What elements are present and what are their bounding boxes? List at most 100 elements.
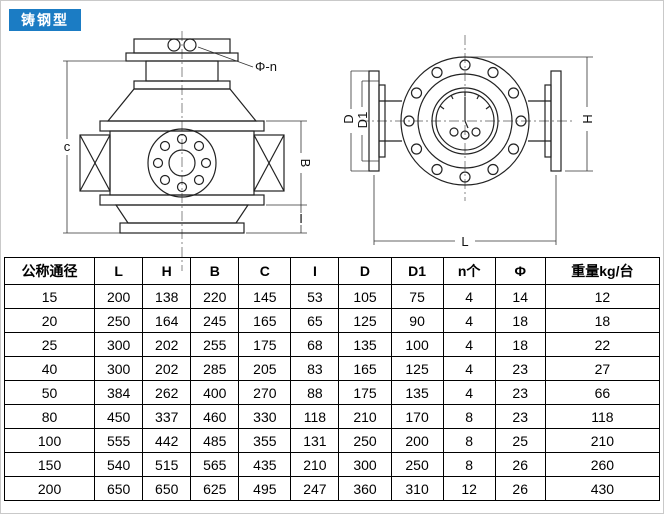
table-cell: 384 [94,380,144,405]
table-cell: 50 [3,380,96,405]
table-cell: 88 [290,380,340,405]
column-header: L [94,257,144,285]
dim-label-l: L [461,234,468,249]
table-cell: 105 [338,284,392,309]
table-cell: 245 [190,308,240,333]
table-cell: 90 [390,308,444,333]
table-cell: 250 [94,308,144,333]
table-cell: 26 [494,452,546,477]
table-cell: 442 [142,428,192,453]
table-cell: 650 [142,476,192,501]
column-header: C [238,257,292,285]
table-cell: 125 [390,356,444,381]
dim-label-d1: D1 [355,112,370,129]
table-cell: 18 [494,332,546,357]
table-cell: 4 [442,356,496,381]
table-cell: 8 [442,404,496,429]
table-cell: 200 [3,476,96,501]
table-cell: 4 [442,308,496,333]
table-cell: 138 [142,284,192,309]
table-cell: 4 [442,284,496,309]
column-header: H [142,257,192,285]
table-cell: 250 [338,428,392,453]
table-cell: 165 [338,356,392,381]
dim-label-phi-n: Φ-n [255,59,277,74]
table-cell: 135 [390,380,444,405]
table-cell: 200 [94,284,144,309]
table-cell: 75 [390,284,444,309]
table-cell: 247 [290,476,340,501]
dim-label-h: H [580,114,595,123]
dim-label-b: B [298,159,313,168]
table-cell: 330 [238,404,292,429]
table-cell: 8 [442,428,496,453]
table-cell: 83 [290,356,340,381]
table-cell: 210 [290,452,340,477]
table-cell: 460 [190,404,240,429]
table-cell: 250 [390,452,444,477]
table-cell: 23 [494,356,546,381]
table-cell: 26 [494,476,546,501]
table-cell: 118 [544,404,661,429]
table-cell: 555 [94,428,144,453]
table-cell: 68 [290,332,340,357]
table-cell: 165 [238,308,292,333]
technical-drawings: c Φ-n B I [1,1,663,271]
table-cell: 20 [3,308,96,333]
column-header: B [190,257,240,285]
table-cell: 4 [442,332,496,357]
table-cell: 205 [238,356,292,381]
table-cell: 27 [544,356,661,381]
table-cell: 66 [544,380,661,405]
table-cell: 164 [142,308,192,333]
column-header: D1 [390,257,444,285]
table-cell: 262 [142,380,192,405]
dim-label-i: I [299,211,303,226]
table-cell: 8 [442,452,496,477]
table-cell: 360 [338,476,392,501]
table-cell: 310 [390,476,444,501]
table-cell: 4 [442,380,496,405]
table-cell: 22 [544,332,661,357]
table-cell: 125 [338,308,392,333]
column-header: 重量kg/台 [544,257,661,285]
table-cell: 515 [142,452,192,477]
table-cell: 118 [290,404,340,429]
table-cell: 175 [338,380,392,405]
table-cell: 450 [94,404,144,429]
table-cell: 18 [494,308,546,333]
table-cell: 565 [190,452,240,477]
table-cell: 285 [190,356,240,381]
table-cell: 53 [290,284,340,309]
table-cell: 40 [3,356,96,381]
table-cell: 18 [544,308,661,333]
type-badge: 铸钢型 [9,9,81,31]
table-cell: 337 [142,404,192,429]
table-cell: 430 [544,476,661,501]
table-cell: 23 [494,380,546,405]
table-cell: 210 [544,428,661,453]
table-cell: 435 [238,452,292,477]
table-cell: 300 [338,452,392,477]
table-cell: 80 [3,404,96,429]
table-cell: 131 [290,428,340,453]
table-cell: 270 [238,380,292,405]
table-cell: 495 [238,476,292,501]
table-cell: 625 [190,476,240,501]
table-cell: 100 [3,428,96,453]
table-cell: 255 [190,332,240,357]
table-cell: 260 [544,452,661,477]
table-cell: 355 [238,428,292,453]
table-cell: 12 [442,476,496,501]
column-header: 公称通径 [3,257,96,285]
table-cell: 540 [94,452,144,477]
